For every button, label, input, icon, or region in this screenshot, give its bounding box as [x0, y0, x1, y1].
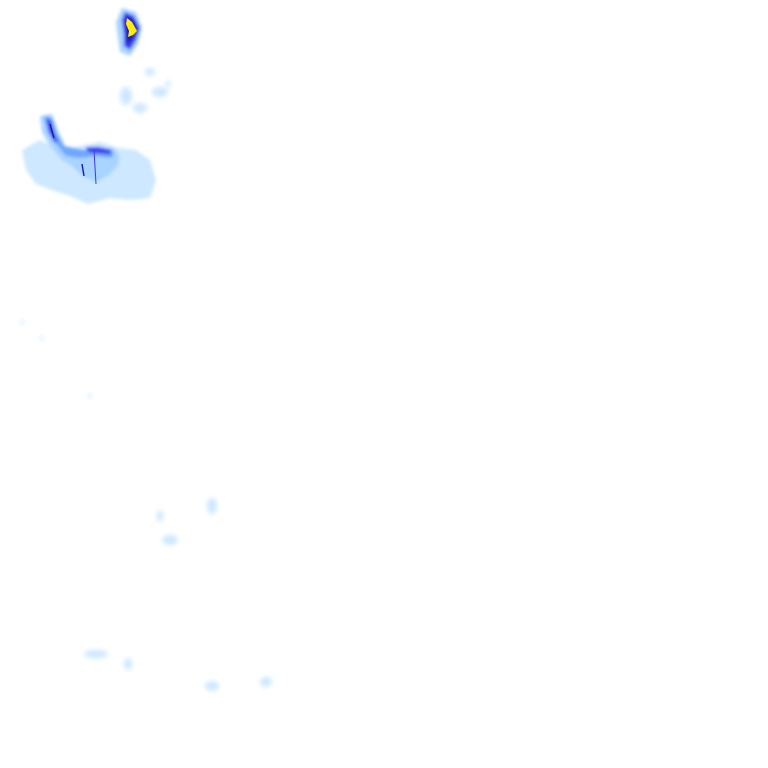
- precip-vlight: [145, 68, 155, 76]
- precip-vlight: [124, 658, 132, 670]
- precip-vlight: [157, 510, 163, 522]
- precip-light: [40, 114, 120, 182]
- rain-scatter-north-west: [120, 68, 171, 113]
- precip-vlight: [260, 677, 272, 687]
- rain-band-west: [22, 114, 156, 204]
- precip-vlight: [207, 498, 217, 514]
- cell-extreme-core: [126, 18, 137, 37]
- band-line-3: [93, 149, 97, 185]
- precip-vlight: [88, 394, 92, 398]
- precip-vlight: [152, 87, 168, 97]
- band-line-2: [81, 163, 85, 177]
- precip-vlight: [133, 103, 147, 113]
- band-line-1: [49, 123, 55, 139]
- precip-vlight: [162, 535, 178, 545]
- precip-vlight: [84, 650, 108, 658]
- precip-vlight: [205, 681, 219, 691]
- rain-scatter-south: [20, 320, 272, 691]
- precip-heavy: [86, 147, 112, 154]
- precip-vlight: [20, 320, 24, 324]
- precip-moderate: [44, 116, 114, 158]
- precip-vlight: [165, 81, 171, 87]
- precip-vlight: [120, 87, 132, 105]
- precip-vlight: [40, 336, 44, 340]
